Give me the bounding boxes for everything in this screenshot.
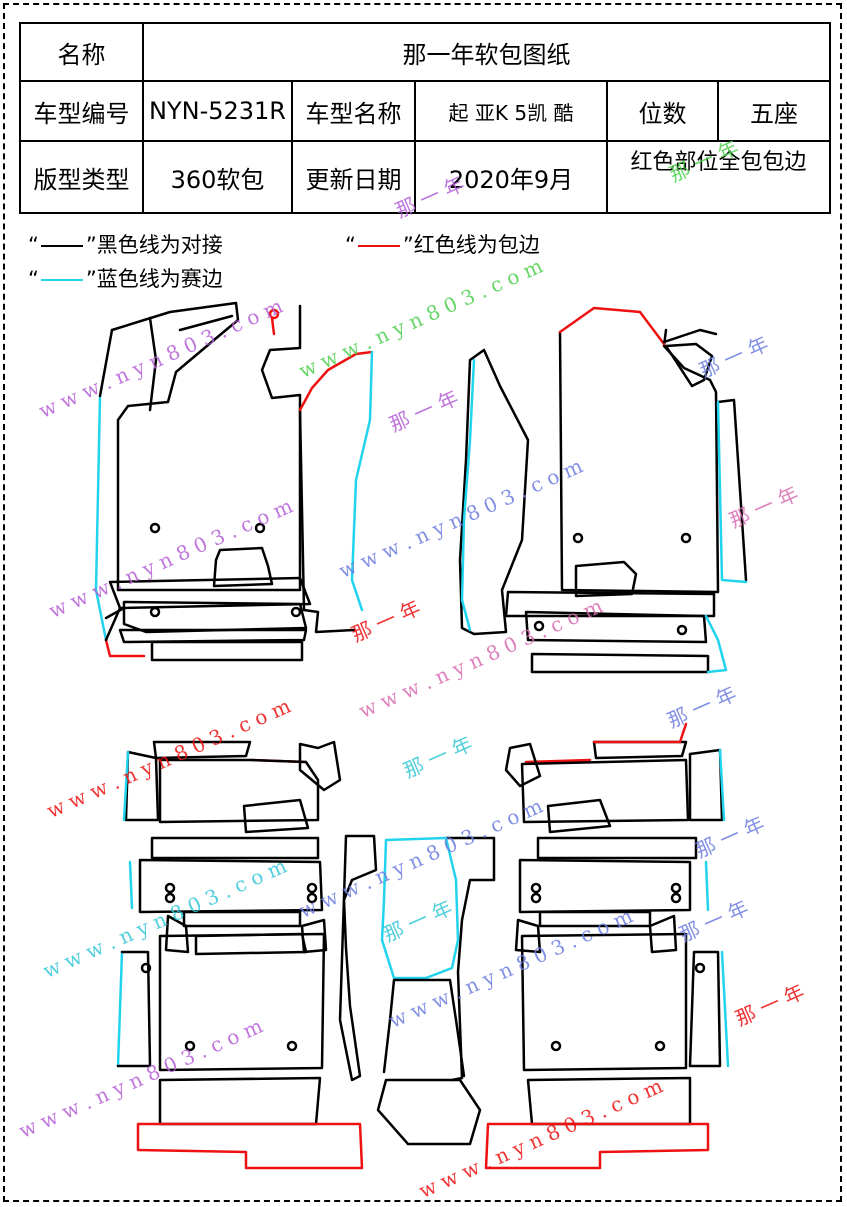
model-code-value: NYN-5231R <box>142 80 293 142</box>
type-label: 版型类型 <box>19 140 144 214</box>
model-name-value: 起 亚K 5凯 酷 <box>414 80 608 142</box>
type-value: 360软包 <box>142 140 293 214</box>
rear-left-mats <box>116 740 364 1170</box>
front-right-mat <box>458 306 748 674</box>
legend-cyan-text: ”蓝色线为赛边 <box>85 267 223 291</box>
legend-black-text: ”黑色线为对接 <box>85 233 223 257</box>
date-label: 更新日期 <box>291 140 416 214</box>
rear-right-mats <box>484 722 730 1170</box>
date-value: 2020年9月 <box>414 140 608 214</box>
model-name-label: 车型名称 <box>291 80 416 142</box>
front-left-side-panel <box>298 350 374 634</box>
legend-black: “ ”黑色线为对接 <box>28 229 223 259</box>
seats-label: 位数 <box>606 80 719 142</box>
spec-table: 名称 那一年软包图纸 车型编号 NYN-5231R 车型名称 起 亚K 5凯 酷… <box>19 22 831 214</box>
legend-black-line <box>40 245 83 247</box>
note-cell: 红色部位全包包边 <box>606 140 831 214</box>
name-value: 那一年软包图纸 <box>142 22 831 82</box>
legend-red-open: “ <box>345 233 356 257</box>
name-label: 名称 <box>19 22 144 82</box>
legend-cyan-open: “ <box>28 267 39 291</box>
dashed-border <box>3 3 842 1202</box>
legend-red-text: ”红色线为包边 <box>402 233 540 257</box>
front-left-mat <box>94 301 312 662</box>
legend-red: “ ”红色线为包边 <box>345 229 540 259</box>
legend-cyan: “ ”蓝色线为赛边 <box>28 263 223 293</box>
legend-black-open: “ <box>28 233 39 257</box>
seats-value: 五座 <box>717 80 831 142</box>
legend-red-line <box>357 245 400 247</box>
model-code-label: 车型编号 <box>19 80 144 142</box>
rear-center-tunnel <box>338 834 496 1146</box>
legend-cyan-line <box>40 279 83 281</box>
